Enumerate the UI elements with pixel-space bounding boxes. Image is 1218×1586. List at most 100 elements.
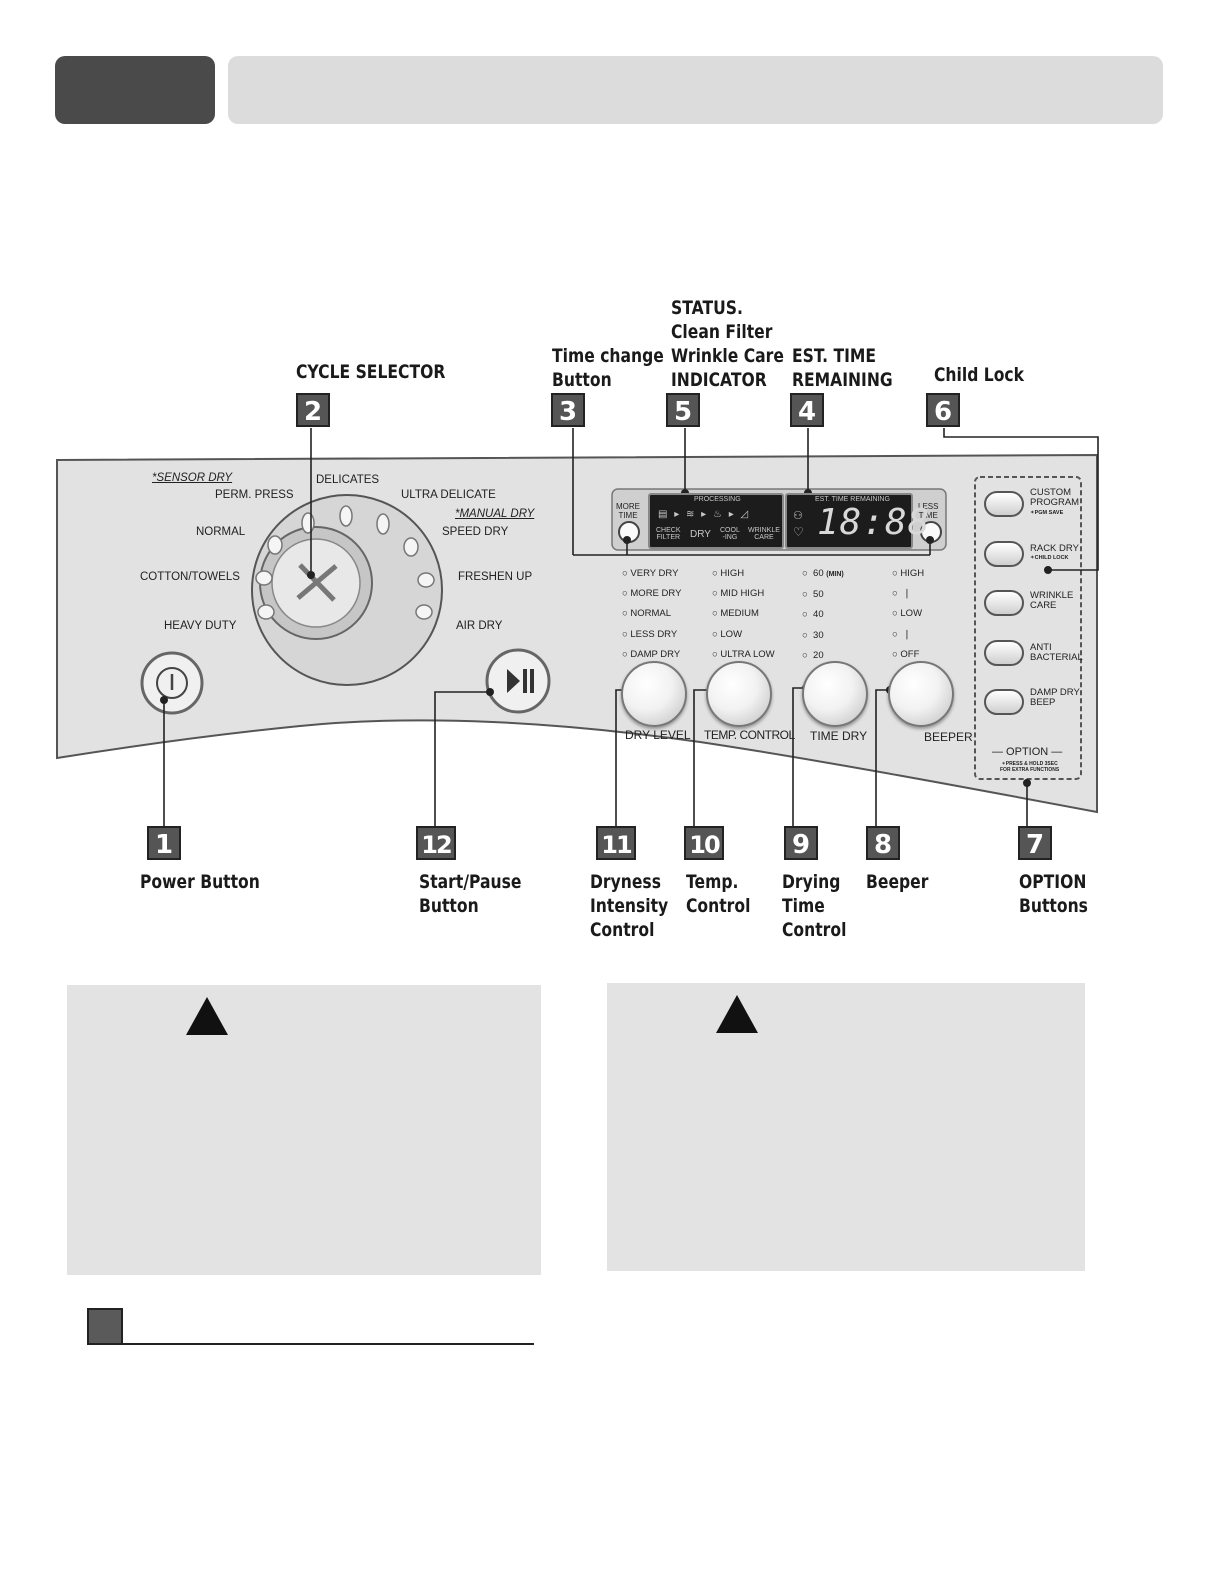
dial-freshen-up: FRESHEN UP <box>458 571 533 583</box>
time-dry-label: TIME DRY <box>810 729 868 743</box>
est-time-remaining-label: EST. TIME REMAINING <box>815 496 890 503</box>
time-option: ○ 30 <box>802 629 824 641</box>
subsection-rule <box>123 1343 534 1345</box>
callout-status-indicator: STATUS. Clean Filter Wrinkle Care INDICA… <box>671 297 784 391</box>
more-time-button[interactable] <box>619 521 641 543</box>
time-display: EST. TIME REMAINING ⚇ ♡ 18:88 <box>785 493 929 549</box>
option-area <box>974 476 1082 780</box>
section-title-bar <box>228 56 1163 124</box>
time-dry-button[interactable] <box>802 661 868 727</box>
progress-arrows-icon: ▤ ▸ ≋ ▸ ♨ ▸ ◿ <box>658 509 751 520</box>
dial-perm-press: PERM. PRESS <box>215 489 294 501</box>
rack-dry-button[interactable] <box>984 541 1024 567</box>
cycle-selector-dial[interactable] <box>262 535 370 643</box>
number-box-12: 12 <box>416 826 456 860</box>
status-display: PROCESSING ▤ ▸ ≋ ▸ ♨ ▸ ◿ CHECK FILTER DR… <box>648 493 784 549</box>
dial-position-markers <box>255 505 435 620</box>
temp-control-label: TEMP. CONTROL <box>704 728 795 742</box>
dial-ultra-delicate: ULTRA DELICATE <box>401 489 496 501</box>
dial-delicates: DELICATES <box>316 474 380 486</box>
number-box-8: 8 <box>866 826 900 860</box>
beeper-option: ○ ❘ <box>892 628 911 640</box>
dial-cotton-towels: COTTON/TOWELS <box>140 571 240 583</box>
dial-normal: NORMAL <box>196 526 246 538</box>
beeper-option: ○ HIGH <box>892 568 925 579</box>
volume-mark-icon: ❘ <box>903 628 911 640</box>
child-lock-sublabel: ✶CHILD LOCK <box>1030 555 1069 561</box>
custom-program-button[interactable] <box>984 491 1024 517</box>
sensor-dry-label: *SENSOR DRY <box>152 472 233 484</box>
dry-indicator: DRY <box>690 529 711 540</box>
number-box-3: 3 <box>551 393 585 427</box>
beeper-option: ○ LOW <box>892 608 923 620</box>
callout-start-pause: Start/Pause Button <box>419 871 522 917</box>
processing-label: PROCESSING <box>694 496 741 503</box>
time-digits: 18:88 <box>817 502 931 543</box>
number-box-5: 5 <box>666 393 700 427</box>
time-option: ○ 50 <box>802 589 824 601</box>
temp-option: ○ MEDIUM <box>712 608 759 620</box>
option-title: — OPTION — <box>992 746 1063 758</box>
dial-speed-dry: SPEED DRY <box>442 526 509 538</box>
time-option: ○ 40 <box>802 609 824 621</box>
number-box-10: 10 <box>684 826 724 860</box>
start-pause-button[interactable] <box>487 650 549 712</box>
wrinkle-care-button[interactable] <box>984 590 1024 616</box>
number-box-11: 11 <box>596 826 636 860</box>
callout-time-change: Time change Button <box>552 345 664 391</box>
wrinkle-care-label: WRINKLE CARE <box>1030 590 1074 611</box>
subsection-marker <box>87 1308 123 1345</box>
dial-air-dry: AIR DRY <box>456 620 503 632</box>
custom-program-label: CUSTOM PROGRAM <box>1030 487 1080 508</box>
volume-mark-icon: ❘ <box>903 588 911 600</box>
pgm-save-label: ✶PGM SAVE <box>1030 510 1064 516</box>
anti-bacterial-label: ANTI BACTERIAL <box>1030 642 1083 663</box>
warning-triangle-icon <box>716 995 758 1033</box>
damp-dry-beep-button[interactable] <box>984 689 1024 715</box>
cooling-indicator: COOL -ING <box>720 527 740 541</box>
number-box-1: 1 <box>147 826 181 860</box>
time-dry-options: ○ 60 (MIN) ○ 50 ○ 40 ○ 30 ○ 20 <box>802 564 844 666</box>
warning-triangle-icon <box>186 997 228 1035</box>
warning-box-left <box>67 985 541 1275</box>
temp-option: ○ ULTRA LOW <box>712 648 775 660</box>
child-lock-icon: ⚇ <box>793 510 803 522</box>
callout-power: Power Button <box>140 871 260 893</box>
power-button[interactable] <box>142 653 202 713</box>
temp-option: ○ HIGH <box>712 568 745 579</box>
option-note: ✶PRESS & HOLD 3SEC FOR EXTRA FUNCTIONS <box>1000 761 1060 773</box>
dry-level-options: ○ VERY DRY ○ MORE DRY ○ NORMAL ○ LESS DR… <box>622 564 681 665</box>
dry-level-button[interactable] <box>621 661 687 727</box>
warning-box-right <box>607 983 1085 1271</box>
beeper-button[interactable] <box>888 661 954 727</box>
dial-heavy-duty: HEAVY DUTY <box>164 620 237 632</box>
dry-level-option: ○ VERY DRY <box>622 568 679 579</box>
temp-control-button[interactable] <box>706 661 772 727</box>
beeper-option: ○ ❘ <box>892 588 911 600</box>
temp-control-options: ○ HIGH ○ MID HIGH ○ MEDIUM ○ LOW ○ ULTRA… <box>712 564 775 665</box>
beeper-label: BEEPER <box>924 730 973 744</box>
check-filter-indicator: CHECK FILTER <box>656 527 681 541</box>
dry-level-option: ○ NORMAL <box>622 608 672 620</box>
wrinkle-care-indicator: WRINKLE CARE <box>748 527 780 541</box>
section-tab <box>55 56 215 124</box>
beeper-options: ○ HIGH ○ ❘ ○ LOW ○ ❘ ○ OFF <box>892 564 924 665</box>
number-box-7: 7 <box>1018 826 1052 860</box>
time-option: ○ 60 (MIN) <box>802 568 844 579</box>
callout-beeper: Beeper <box>866 871 929 893</box>
number-box-4: 4 <box>790 393 824 427</box>
callout-drying-time: Drying Time Control <box>782 871 847 941</box>
dry-level-option: ○ DAMP DRY <box>622 648 681 660</box>
anti-bacterial-button[interactable] <box>984 640 1024 666</box>
temp-option: ○ MID HIGH <box>712 588 765 600</box>
beep-icon: ♡ <box>793 525 804 539</box>
more-time-label: MORE TIME <box>616 502 640 520</box>
callout-dryness-intensity: Dryness Intensity Control <box>590 871 669 941</box>
callout-option-buttons: OPTION Buttons <box>1019 871 1088 917</box>
manual-dry-label: *MANUAL DRY <box>455 508 535 520</box>
callout-temp-control: Temp. Control <box>686 871 751 917</box>
damp-dry-beep-label: DAMP DRY BEEP <box>1030 687 1080 708</box>
callout-child-lock: Child Lock <box>934 364 1025 386</box>
rack-dry-label: RACK DRY <box>1030 543 1079 554</box>
